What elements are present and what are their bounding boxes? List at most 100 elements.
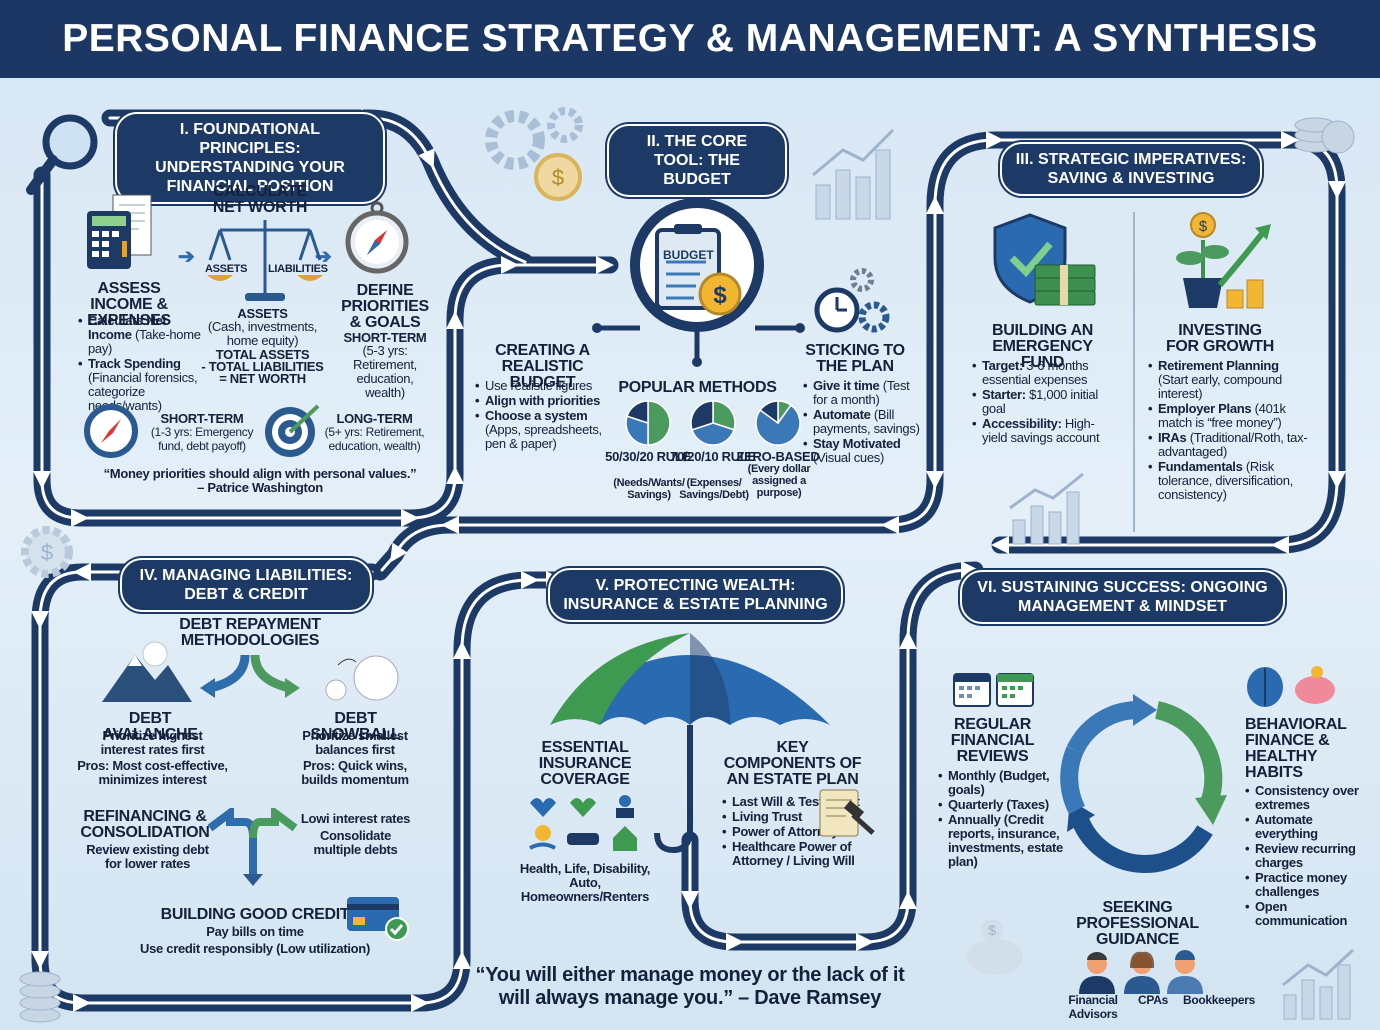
list-item: Retirement Planning (Start early, compou… [1148, 359, 1308, 401]
list-item-lead: Stay Motivated [813, 436, 901, 451]
pie-slice [647, 400, 671, 446]
list-item: Use realistic figures [475, 379, 610, 394]
list-item: Open communication [1245, 900, 1360, 928]
list-item-text: (Traditional/Roth, tax-advantaged) [1158, 430, 1308, 459]
pie-chart [755, 400, 801, 446]
magnifier-icon [26, 114, 98, 195]
refinancing-title: REFINANCING & CONSOLIDATION [80, 808, 210, 841]
pie-slice [625, 415, 649, 446]
investing-title: INVESTING FOR GROWTH [1165, 322, 1275, 355]
priorities-title: DEFINE PRIORITIES & GOALS [341, 282, 429, 331]
insurance-icons [529, 795, 637, 851]
list-item: Living Trust [722, 809, 862, 825]
svg-text:$: $ [1199, 218, 1208, 235]
list-item-text: Living Trust [732, 809, 803, 824]
good-credit-line-1: Pay bills on time [206, 924, 304, 939]
list-item-text: (Visual cues) [813, 450, 885, 465]
avalanche-title: DEBT AVALANCHE [102, 710, 198, 743]
list-item-text: (Risk tolerance, diversification, consis… [1158, 459, 1293, 502]
net-worth-title: CALCULATE NET WORTH [212, 183, 308, 216]
method-name: 70/20/10 RULE [670, 449, 756, 464]
svg-text:$: $ [713, 282, 727, 309]
snowball-desc: Prioritize smallest balances first [302, 728, 408, 757]
list-item-lead: Annually (Credit reports, insurance, inv… [948, 812, 1063, 869]
professionals-icon [1079, 950, 1203, 994]
bottom-quote: “You will either manage money or the lac… [475, 964, 905, 1009]
list-item: Give it time (Test for a month) [803, 379, 923, 407]
snowball-icon [325, 655, 399, 701]
page-title: PERSONAL FINANCE STRATEGY & MANAGEMENT: … [0, 0, 1380, 78]
list-item-lead: Review recurring charges [1255, 841, 1356, 870]
list-item-text: Power of Attorney [732, 824, 839, 839]
investing-list: Retirement Planning (Start early, compou… [1148, 359, 1308, 503]
pie-chart [690, 400, 736, 446]
calculator-icon [87, 194, 152, 269]
list-item-text: $1,000 initial goal [982, 387, 1098, 416]
list-item-lead: Employer Plans [1158, 401, 1252, 416]
list-item-lead: Monthly [948, 768, 996, 783]
section-4-header: IV. MANAGING LIABILITIES: DEBT & CREDIT [120, 558, 372, 612]
dollar-gear-icon: $ [21, 526, 73, 578]
list-item: Target: 3-6 months essential expenses [972, 359, 1107, 387]
pie-slice [626, 400, 649, 425]
svg-text:$: $ [552, 165, 564, 190]
priorities-sub: SHORT-TERM [343, 330, 427, 345]
list-item-text: 3-6 months essential expenses [982, 358, 1089, 387]
avalanche-pros: Pros: Most cost-effective, minimizes int… [77, 758, 228, 787]
column-divider [1133, 212, 1135, 532]
list-item-lead: Track Spending [88, 356, 181, 371]
method-desc: (Every dollar assigned a purpose) [747, 463, 811, 499]
list-item-text: Healthcare Power of Attorney / Living Wi… [732, 839, 855, 868]
merge-arrows-icon [207, 808, 298, 886]
growth-chart-icon-2 [1282, 948, 1355, 1020]
assets-desc: (Cash, investments, home equity) [207, 319, 318, 348]
compass-icon [345, 201, 409, 274]
quote-author: – Patrice Washington [197, 480, 323, 495]
list-item: Annually (Credit reports, insurance, inv… [938, 813, 1063, 869]
list-item-lead: Automate everything [1255, 812, 1318, 841]
insurance-title: ESSENTIAL INSURANCE COVERAGE [538, 739, 632, 788]
professional-label: Bookkeepers [1182, 993, 1256, 1007]
professional-label: CPAs [1138, 993, 1168, 1007]
formula-line-1: TOTAL ASSETS [215, 347, 310, 362]
methods-title: POPULAR METHODS [618, 379, 777, 396]
estate-title: KEY COMPONENTS OF AN ESTATE PLAN [723, 739, 862, 788]
list-item-lead: Practice money challenges [1255, 870, 1347, 899]
reviews-list: Monthly (Budget, goals)Quarterly (Taxes)… [938, 769, 1063, 870]
scale-label-assets: ASSETS [205, 263, 248, 275]
money-plant-icon: $ [1176, 212, 1271, 309]
list-item: Stay Motivated (Visual cues) [803, 437, 923, 465]
list-item: Practice money challenges [1245, 871, 1360, 899]
good-credit-title: BUILDING GOOD CREDIT [160, 906, 350, 923]
split-arrows-icon [200, 654, 300, 698]
list-item: IRAs (Traditional/Roth, tax-advantaged) [1148, 431, 1308, 459]
list-item-lead: Retirement Planning [1158, 358, 1279, 373]
cycle-arrows-icon [1060, 694, 1227, 873]
short-term-title: SHORT-TERM [160, 411, 244, 426]
insurance-desc: Health, Life, Disability, Auto, Homeowne… [519, 861, 651, 904]
arrow-icon: ➔ [315, 246, 332, 268]
short-term-desc: (1-3 yrs: Emergency fund, debt payoff) [150, 425, 254, 453]
coin-stack-icon [19, 971, 61, 1023]
clock-gears-icon [814, 268, 890, 333]
list-item-lead: Target: [982, 358, 1023, 373]
creating-budget-list: Use realistic figuresAlign with prioriti… [475, 379, 610, 452]
pie-chart [625, 400, 671, 446]
scale-label-liabilities: LIABILITIES [268, 263, 328, 275]
sticking-list: Give it time (Test for a month)Automate … [803, 379, 923, 466]
refinancing-right-1: Lowi interest rates [300, 811, 411, 826]
method-desc: (Needs/Wants/ Savings) [613, 477, 685, 501]
pie-slice [759, 400, 779, 425]
list-item-lead: Automate [813, 407, 871, 422]
behavioral-list: Consistency over extremesAutomate everyt… [1245, 784, 1360, 929]
list-item-text: (Take-home pay) [88, 327, 201, 356]
section-5-header: V. PROTECTING WEALTH: INSURANCE & ESTATE… [548, 568, 843, 622]
priorities-desc: (5-3 yrs: Retirement, education, wealth) [353, 343, 417, 400]
gears-icon: $ [485, 107, 583, 201]
snowball-title: DEBT SNOWBALL [310, 710, 401, 743]
svg-text:$: $ [41, 540, 53, 565]
behavioral-title: BEHAVIORAL FINANCE & HEALTHY HABITS [1245, 716, 1347, 781]
professional-label: Financial Advisors [1068, 993, 1118, 1021]
list-item-lead: Choose a system [485, 408, 588, 423]
snowball-pros: Pros: Quick wins, builds momentum [301, 758, 409, 787]
